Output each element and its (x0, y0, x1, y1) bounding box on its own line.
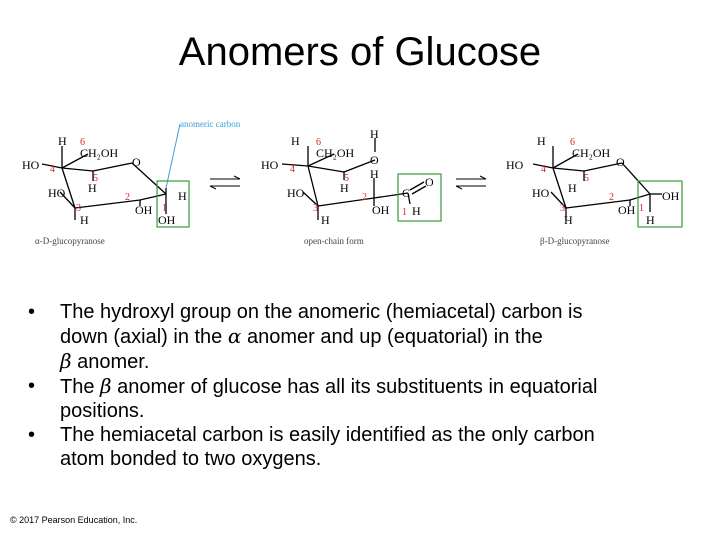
anomers-figure: H 6 CH₂OH HO 4 O 5 H HO 3 H 2 OH H 1 OH … (0, 108, 720, 258)
bullet-marker: • (28, 301, 36, 323)
alpha-c4-number: 4 (50, 164, 55, 175)
open-c1: C (402, 186, 410, 200)
alpha-c6-number: 6 (80, 137, 85, 148)
alpha-c3-number: 3 (76, 203, 81, 214)
beta-ch2oh: CH₂OH (572, 146, 611, 160)
beta-c2-number: 2 (609, 192, 614, 203)
alpha-glucopyranose-structure: H 6 CH₂OH HO 4 O 5 H HO 3 H 2 OH H 1 OH … (22, 119, 241, 246)
beta-oh-c2: OH (618, 203, 636, 217)
open-h-c3: H (321, 213, 330, 227)
bullet-1-line-1: The hydroxyl group on the anomeric (hemi… (60, 301, 583, 323)
open-aldehyde-oxygen: O (425, 175, 434, 189)
beta-ho-c3: HO (532, 186, 550, 200)
bullet-2-part-a: The (60, 376, 101, 398)
bullet-marker: • (28, 424, 36, 446)
anomeric-carbon-callout: anomeric carbon (180, 119, 241, 129)
bullet-marker: • (28, 375, 36, 397)
open-c6-number: 6 (316, 137, 321, 148)
alpha-c5-number: 5 (93, 173, 98, 184)
slide-title: Anomers of Glucose (178, 30, 542, 74)
open-c1-number: 1 (402, 207, 407, 218)
beta-symbol: β (100, 374, 112, 398)
beta-h-c3: H (564, 213, 573, 227)
open-caption: open-chain form (304, 236, 364, 246)
open-oh-c2: OH (372, 203, 390, 217)
bullet-3-line-2: atom bonded to two oxygens. (60, 448, 322, 470)
open-ch2oh: CH₂OH (316, 146, 355, 160)
alpha-ring-oxygen: O (132, 155, 141, 169)
bullet-3-line-1: The hemiacetal carbon is easily identifi… (60, 424, 595, 446)
beta-oh-c1: OH (662, 189, 680, 203)
open-c4-number: 4 (290, 164, 295, 175)
beta-c1-number: 1 (639, 203, 644, 214)
open-h-c5: H (340, 181, 349, 195)
beta-glucopyranose-structure: H 6 CH₂OH HO 4 O 5 H HO 3 H 2 OH OH 1 H … (506, 134, 683, 246)
alpha-h-top: H (58, 134, 67, 148)
alpha-oh-c2: OH (135, 203, 153, 217)
open-ho-c3: HO (287, 186, 305, 200)
alpha-ho-c3: HO (48, 186, 66, 200)
bullet-1-line-2a: down (axial) in the (60, 326, 228, 348)
bullet-1-line-2b: anomer and up (equatorial) in the (241, 326, 543, 348)
alpha-oh-c1: OH (158, 213, 176, 227)
alpha-ho-c4: HO (22, 158, 40, 172)
open-ho-c4: HO (261, 158, 279, 172)
beta-c5-number: 5 (584, 173, 589, 184)
alpha-caption: α-D-glucopyranose (35, 236, 105, 246)
beta-caption: β-D-glucopyranose (540, 236, 610, 246)
bullet-1-line-3: anomer. (71, 351, 150, 373)
bullet-item: • The β anomer of glucose has all its su… (26, 374, 716, 423)
open-oxygen-c5: O (370, 153, 379, 167)
open-c5-number: 5 (344, 173, 349, 184)
alpha-h-c1: H (178, 189, 187, 203)
beta-h-c1: H (646, 213, 655, 227)
beta-c6-number: 6 (570, 137, 575, 148)
open-h-c2: H (370, 167, 379, 181)
open-c2-number: 2 (362, 192, 367, 203)
beta-c4-number: 4 (541, 164, 546, 175)
beta-h-c5: H (568, 181, 577, 195)
open-chain-structure: H 6 CH₂OH H O HO 4 5 H HO 3 H 2 OH H O C… (261, 127, 442, 246)
beta-ho-c4: HO (506, 158, 524, 172)
bullet-2-part-b: anomer of glucose has all its substituen… (111, 376, 598, 398)
beta-symbol: β (60, 349, 72, 373)
equilibrium-arrows-2 (455, 175, 487, 190)
beta-c3-number: 3 (560, 203, 565, 214)
bullet-list: • The hydroxyl group on the anomeric (he… (26, 300, 716, 471)
copyright-notice: © 2017 Pearson Education, Inc. (10, 515, 138, 525)
alpha-c1-number: 1 (162, 203, 167, 214)
beta-h-top: H (537, 134, 546, 148)
alpha-symbol: α (227, 324, 242, 348)
alpha-h-c3: H (80, 213, 89, 227)
open-h-hydroxyl: H (370, 127, 379, 141)
equilibrium-arrows-1 (209, 175, 241, 190)
structures-diagram: H 6 CH₂OH HO 4 O 5 H HO 3 H 2 OH H 1 OH … (22, 119, 683, 246)
alpha-c2-number: 2 (125, 192, 130, 203)
open-h-c1: H (412, 204, 421, 218)
bullet-item: • The hemiacetal carbon is easily identi… (26, 423, 716, 471)
open-h-top: H (291, 134, 300, 148)
open-c3-number: 3 (313, 203, 318, 214)
bullet-item: • The hydroxyl group on the anomeric (he… (26, 300, 716, 374)
bullet-2-line-2: positions. (60, 400, 145, 422)
alpha-h-c5: H (88, 181, 97, 195)
beta-ring-oxygen: O (616, 155, 625, 169)
alpha-ch2oh: CH₂OH (80, 146, 119, 160)
